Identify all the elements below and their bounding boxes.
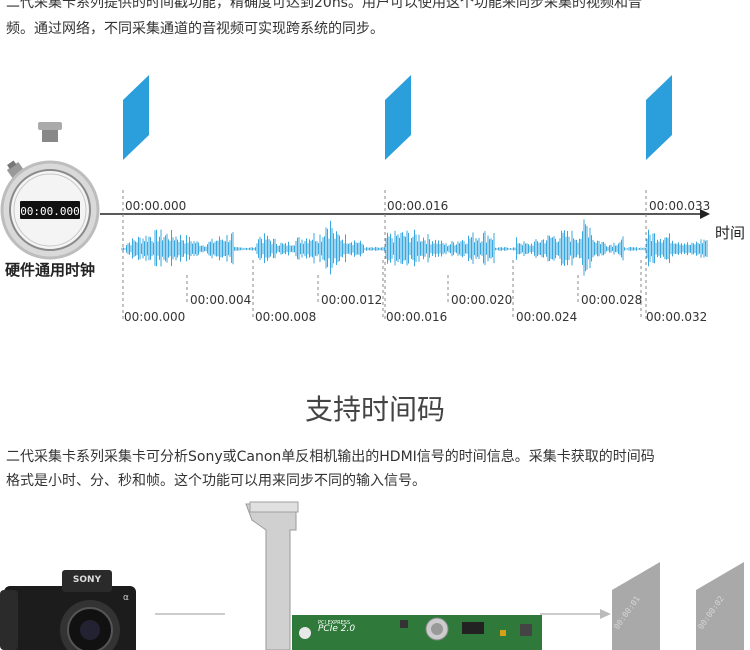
intro-text: 二代采集卡系列提供的时间戳功能，精确度可达到20ns。用户可以使用这个功能来同步… <box>6 0 746 42</box>
axis-arrow-icon <box>700 209 710 219</box>
intro-line-1: 二代采集卡系列提供的时间戳功能，精确度可达到20ns。用户可以使用这个功能来同步… <box>6 0 642 11</box>
video-stamp: 00:00.016 <box>387 199 448 213</box>
audio-stamp: 00:00.012 <box>321 293 382 307</box>
audio-stamp: 00:00.008 <box>255 310 316 324</box>
clock-caption: 硬件通用时钟 <box>5 261 95 279</box>
camera-brand: SONY <box>73 575 102 585</box>
audio-stamp: 00:00.000 <box>124 310 185 324</box>
timecode-line-2: 格式是小时、分、秒和帧。这个功能可以用来同步不同的输入信号。 <box>6 473 426 489</box>
video-frame-marker <box>646 75 672 160</box>
axis-label: 时间 <box>715 224 745 242</box>
video-frame-marker <box>385 75 411 160</box>
timecode-paragraph: 二代采集卡系列采集卡可分析Sony或Canon单反相机输出的HDMI信号的时间信… <box>6 445 746 493</box>
audio-stamp: 00:00.028 <box>581 293 642 307</box>
camera-model: α <box>123 593 129 603</box>
card-badge: PCI EXPRESS <box>318 620 350 626</box>
video-stamp: 00:00.033 <box>649 199 710 213</box>
audio-stamp: 00:00.004 <box>190 293 251 307</box>
pcie-card: PCI EXPRESS PCIe 2.0 <box>245 501 542 650</box>
audio-stamp: 00:00.024 <box>516 310 577 324</box>
card-label: PCIe 2.0 <box>318 624 355 634</box>
intro-line-2: 频。通过网络，不同采集通道的音视频可实现跨系统的同步。 <box>6 21 384 37</box>
audio-waveform <box>121 219 708 276</box>
audio-stamp: 00:00.032 <box>646 310 707 324</box>
camera-icon: SONY α <box>0 570 136 650</box>
video-frame-markers <box>123 75 672 160</box>
video-frame-marker <box>123 75 149 160</box>
clock-display: 00:00.000 <box>20 205 80 218</box>
video-stamp: 00:00.000 <box>125 199 186 213</box>
arrow-right-icon <box>600 609 611 619</box>
timecode-frame: 00:00:02 <box>696 562 744 650</box>
stopwatch-icon: 00:00.000 <box>0 122 100 260</box>
timestamp-diagram: 00:00.000 硬件通用时钟 时间 00:00.000 00:00.016 … <box>0 75 745 324</box>
timecode-illustration: SONY α PCI EXPRESS PCIe 2.0 00:00:01 00:… <box>0 501 744 650</box>
timecode-frame: 00:00:01 <box>612 562 660 650</box>
audio-stamp: 00:00.016 <box>386 310 447 324</box>
audio-stamp: 00:00.020 <box>451 293 512 307</box>
timecode-line-1: 二代采集卡系列采集卡可分析Sony或Canon单反相机输出的HDMI信号的时间信… <box>6 449 655 465</box>
section-title: 支持时间码 <box>304 393 445 426</box>
